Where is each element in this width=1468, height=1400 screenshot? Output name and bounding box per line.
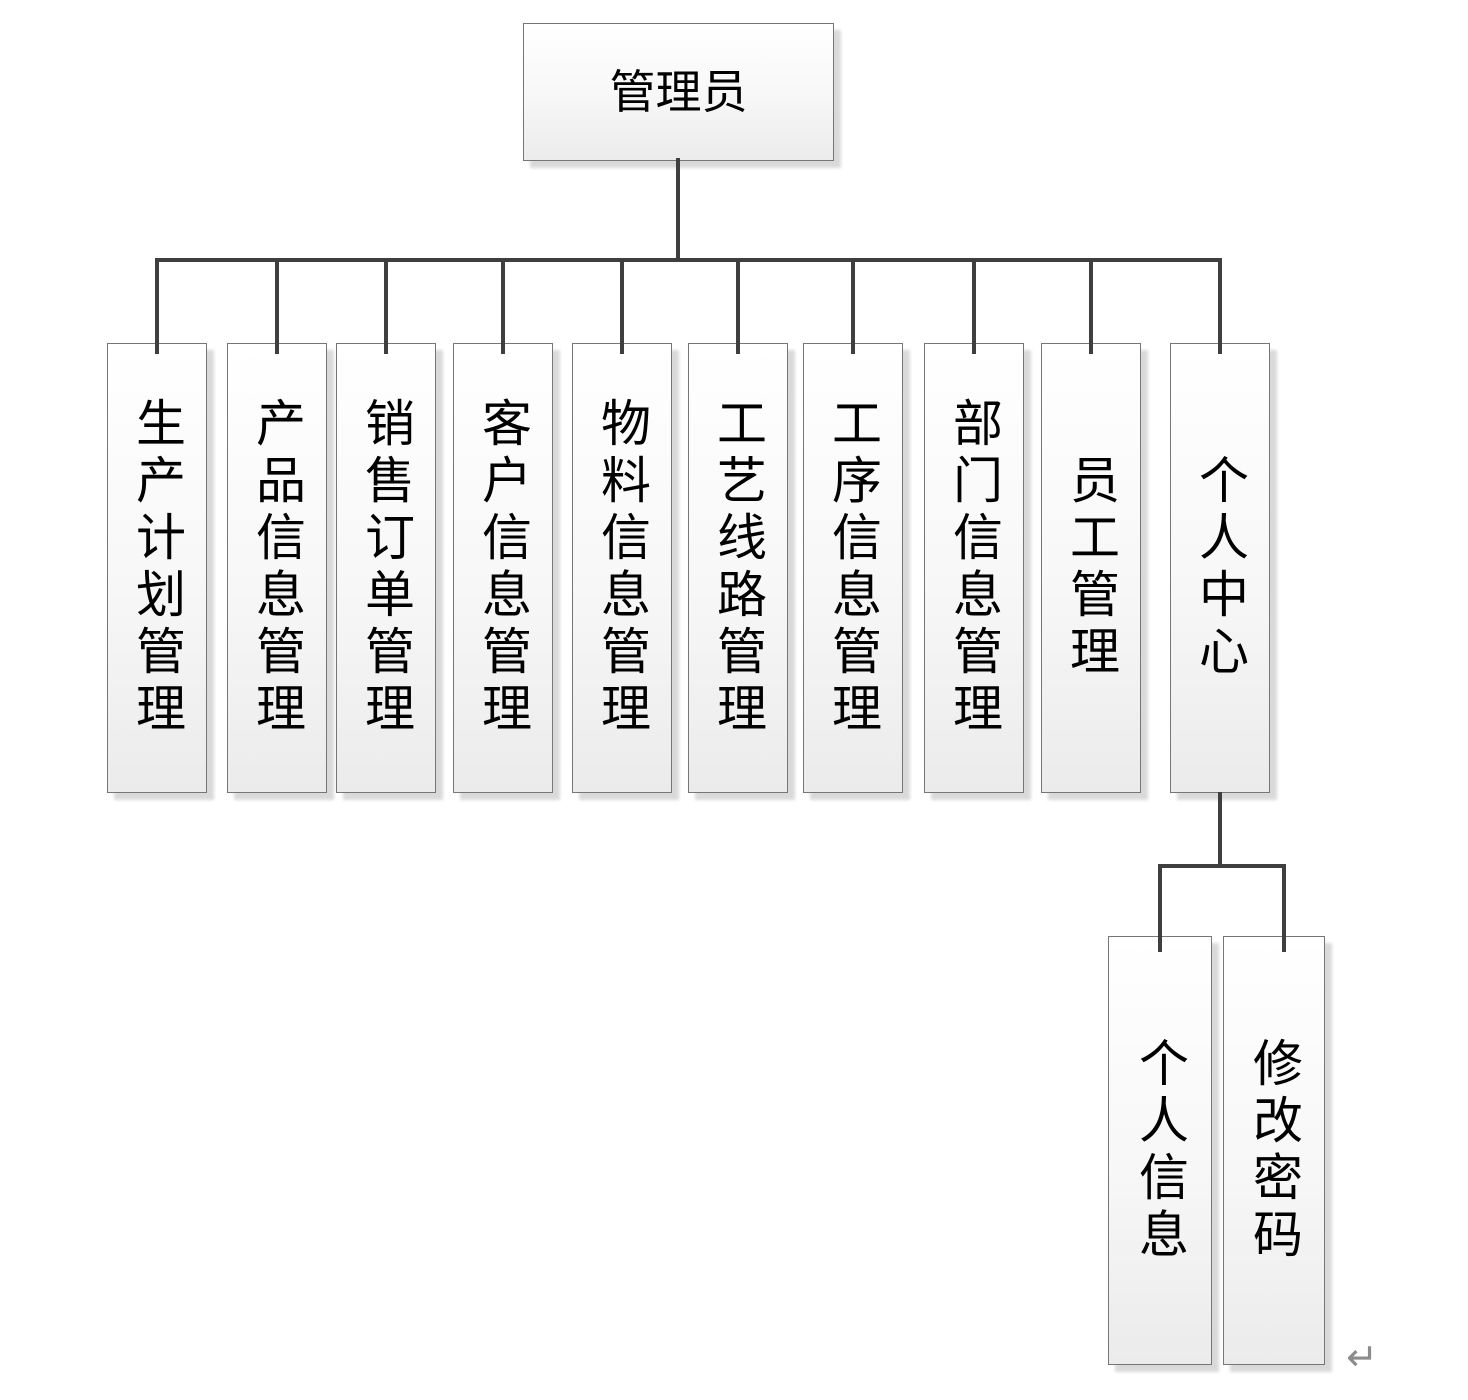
- connector-drop-6: [736, 258, 740, 354]
- node-personal-info[interactable]: 个人信息: [1108, 936, 1212, 1365]
- connector-drop-3: [384, 258, 388, 354]
- node-sales-order-mgmt[interactable]: 销售订单管理: [336, 343, 436, 793]
- node-label: 员工管理: [1063, 454, 1119, 682]
- node-customer-info-mgmt[interactable]: 客户信息管理: [453, 343, 553, 793]
- node-label: 部门信息管理: [946, 397, 1002, 739]
- connector-main-bus: [155, 258, 1222, 262]
- connector-drop-2: [275, 258, 279, 354]
- node-personal-center[interactable]: 个人中心: [1170, 343, 1270, 793]
- node-label: 个人信息: [1132, 1036, 1188, 1265]
- connector-sub-drop-1: [1158, 864, 1162, 952]
- node-label: 产品信息管理: [249, 397, 305, 739]
- connector-personal-center-stem: [1218, 792, 1222, 868]
- connector-drop-9: [1089, 258, 1093, 354]
- node-label: 客户信息管理: [475, 397, 531, 739]
- node-production-plan-mgmt[interactable]: 生产计划管理: [107, 343, 207, 793]
- node-label: 修改密码: [1246, 1036, 1302, 1265]
- node-product-info-mgmt[interactable]: 产品信息管理: [227, 343, 327, 793]
- node-operation-info-mgmt[interactable]: 工序信息管理: [803, 343, 903, 793]
- node-process-route-mgmt[interactable]: 工艺线路管理: [688, 343, 788, 793]
- node-label: 工艺线路管理: [710, 397, 766, 739]
- connector-drop-4: [501, 258, 505, 354]
- connector-drop-10: [1218, 258, 1222, 354]
- node-material-info-mgmt[interactable]: 物料信息管理: [572, 343, 672, 793]
- connector-drop-7: [851, 258, 855, 354]
- paragraph-return-icon: ↵: [1346, 1337, 1378, 1379]
- node-admin[interactable]: 管理员: [523, 23, 834, 161]
- node-employee-mgmt[interactable]: 员工管理: [1041, 343, 1141, 793]
- node-label: 管理员: [609, 65, 748, 118]
- node-label: 生产计划管理: [129, 397, 185, 739]
- connector-drop-1: [155, 258, 159, 354]
- connector-sub-drop-2: [1282, 864, 1286, 952]
- connector-sub-bus: [1159, 864, 1286, 868]
- node-label: 工序信息管理: [825, 397, 881, 739]
- connector-drop-8: [972, 258, 976, 354]
- connector-drop-5: [620, 258, 624, 354]
- node-department-info-mgmt[interactable]: 部门信息管理: [924, 343, 1024, 793]
- node-label: 个人中心: [1192, 454, 1248, 682]
- node-label: 销售订单管理: [358, 397, 414, 739]
- node-label: 物料信息管理: [594, 397, 650, 739]
- connector-root-stem: [676, 158, 680, 262]
- node-change-password[interactable]: 修改密码: [1223, 936, 1325, 1365]
